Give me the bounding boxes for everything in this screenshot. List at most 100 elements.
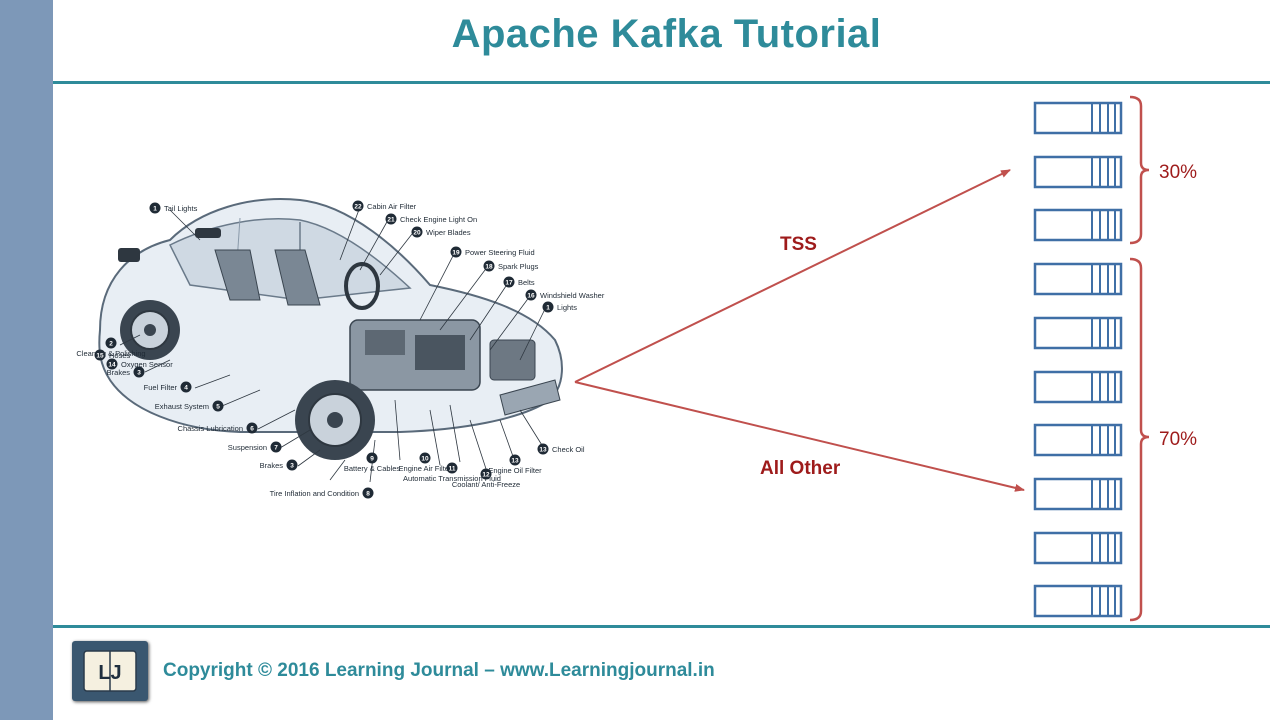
callout-number: 7: [274, 445, 278, 452]
tss-label: TSS: [780, 234, 817, 255]
callout-number: 1: [546, 305, 550, 312]
all-other-arrow: [574, 381, 1025, 492]
partition-box: [1033, 208, 1123, 242]
callout-label: Belts: [518, 278, 535, 287]
percent-30: 30%: [1159, 162, 1197, 183]
percent-70: 70%: [1159, 429, 1197, 450]
partition-box: [1033, 531, 1123, 565]
callout-label: Engine Oil Filter: [488, 466, 542, 475]
callout-label: Automatic Transmission Fluid: [403, 474, 501, 483]
callout-number: 3: [137, 370, 141, 377]
partition-box: [1033, 423, 1123, 457]
callout-number: 6: [250, 426, 254, 433]
callout-label: Cabin Air Filter: [367, 202, 417, 211]
callout-label: Tire Inflation and Condition: [270, 489, 359, 498]
callout-number: 21: [387, 217, 395, 224]
callout-number: 1: [153, 206, 157, 213]
callout-label: Brakes: [260, 461, 284, 470]
callout-number: 22: [354, 204, 362, 211]
partition-box: [1033, 155, 1123, 189]
car-callout: 1 Tail Lights: [149, 202, 198, 214]
callout-number: 2: [109, 341, 113, 348]
callout-label: Suspension: [228, 443, 267, 452]
callout-number: 8: [366, 491, 370, 498]
callout-label: Exhaust System: [155, 402, 209, 411]
callout-number: 11: [449, 466, 456, 473]
callout-number: 20: [413, 230, 421, 237]
callout-label: Wiper Blades: [426, 228, 471, 237]
callout-label: Lights: [557, 303, 577, 312]
car-callout: 16 Windshield Washer: [525, 289, 605, 301]
callout-label: Brakes: [107, 368, 131, 377]
callout-number: 13: [511, 458, 519, 465]
callout-number: 19: [452, 250, 460, 257]
callout-number: 4: [184, 385, 188, 392]
car-callout: 3 Brakes: [260, 459, 298, 471]
callout-number: 17: [505, 280, 513, 287]
partition-box: [1033, 370, 1123, 404]
partition-stack: [1033, 101, 1123, 618]
car-callout: 19 Power Steering Fluid: [450, 246, 535, 258]
callout-label: Spark Plugs: [498, 262, 539, 271]
car-callout: 14 Oxygen Sensor: [106, 358, 173, 370]
all-other-label: All Other: [760, 458, 841, 479]
callout-number: 5: [216, 404, 220, 411]
car-callout: 7 Suspension: [228, 441, 282, 453]
callout-label: Tail Lights: [164, 204, 198, 213]
callout-label: Power Steering Fluid: [465, 248, 535, 257]
callout-number: 16: [527, 293, 535, 300]
car-callout: 15 Hoses: [94, 349, 131, 361]
callout-number: 12: [482, 472, 490, 479]
callout-label: Windshield Washer: [540, 291, 605, 300]
partition-box: [1033, 316, 1123, 350]
brace-30: [1129, 95, 1150, 245]
callout-label: Cleaning & Polishing: [76, 349, 145, 358]
partition-box: [1033, 262, 1123, 296]
callout-number: 10: [421, 456, 429, 463]
car-callout: 13 Check Oil: [537, 443, 585, 455]
callout-number: 18: [485, 264, 493, 271]
tss-arrow: [574, 169, 1011, 383]
callout-label: Check Engine Light On: [400, 215, 477, 224]
callout-label: Engine Air Filter: [399, 464, 452, 473]
callout-label: Battery & Cables: [344, 464, 401, 473]
car-callout: 18 Spark Plugs: [483, 260, 539, 272]
sidebar-strip: [0, 0, 53, 720]
car-callout: 5 Exhaust System: [155, 400, 224, 412]
learning-journal-logo: LJ: [72, 641, 148, 701]
brace-70: [1129, 257, 1150, 622]
callout-label: Oxygen Sensor: [121, 360, 173, 369]
callout-label: Fuel Filter: [144, 383, 178, 392]
title-divider: [53, 81, 1270, 84]
car-callout: 4 Fuel Filter: [144, 381, 192, 393]
car-callout: 3 Brakes: [107, 366, 145, 378]
partition-box: [1033, 584, 1123, 618]
car-callout: 22 Cabin Air Filter: [352, 200, 417, 212]
callout-number: 15: [96, 353, 104, 360]
partition-box: [1033, 101, 1123, 135]
logo-text: LJ: [98, 662, 121, 684]
partition-box: [1033, 477, 1123, 511]
copyright-footer: Copyright © 2016 Learning Journal – www.…: [163, 660, 715, 681]
car-callout: 8 Tire Inflation and Condition: [270, 487, 374, 499]
callout-number: 13: [539, 447, 547, 454]
callout-number: 3: [290, 463, 294, 470]
callout-number: 14: [108, 362, 116, 369]
callout-number: 9: [370, 456, 374, 463]
car-callout: 20 Wiper Blades: [411, 226, 471, 238]
footer-divider: [53, 625, 1270, 628]
car-callout: 17 Belts: [503, 276, 535, 288]
callout-label: Hoses: [109, 351, 131, 360]
callout-label: Check Oil: [552, 445, 585, 454]
car-callout: 1 Lights: [542, 301, 577, 313]
